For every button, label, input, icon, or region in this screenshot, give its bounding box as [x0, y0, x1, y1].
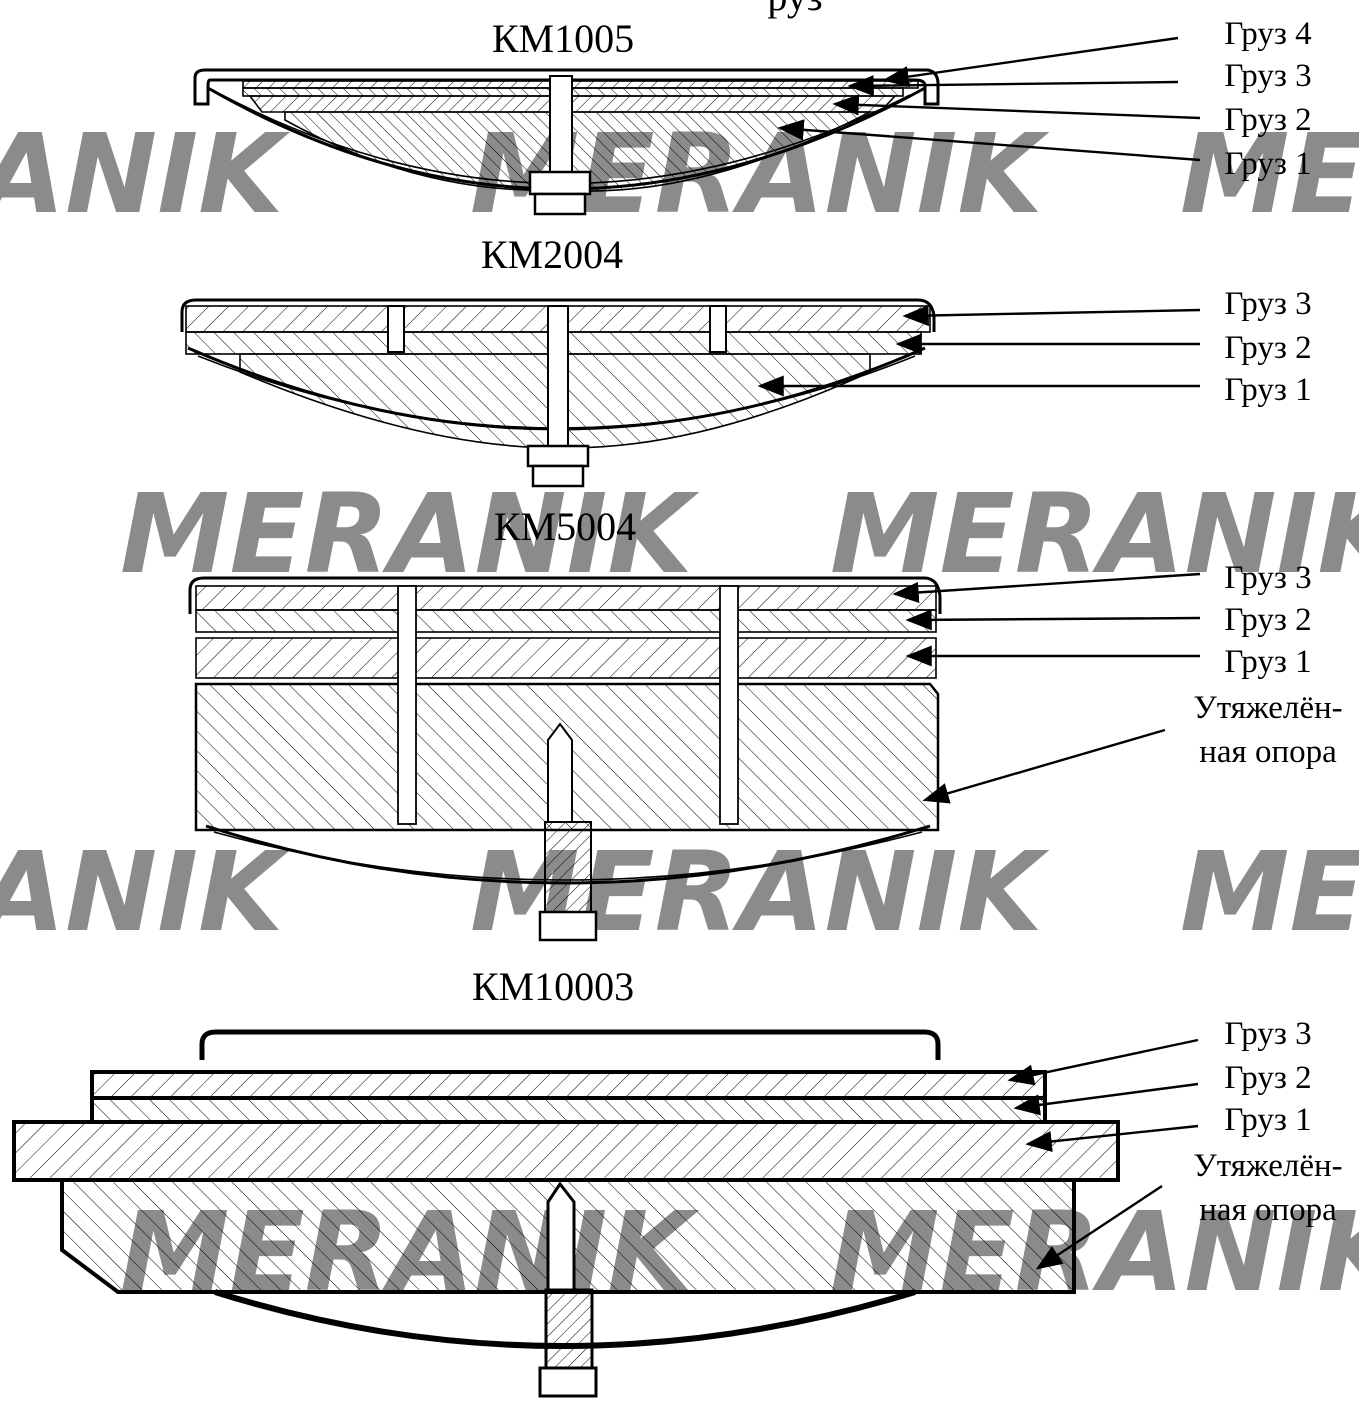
watermark-text: ANIK [0, 828, 291, 956]
weight-label: Груз 2 [1224, 330, 1311, 366]
section-km5004 [188, 576, 942, 942]
weight-label: Груз 2 [1224, 102, 1311, 138]
support-label: ная опора [1199, 1192, 1337, 1228]
weight-label: Груз 1 [1224, 372, 1311, 408]
leader-arrow [1025, 1124, 1199, 1152]
watermark-text: ME [1180, 110, 1359, 238]
weight-label: Груз 3 [1224, 1016, 1311, 1052]
weight-label: Груз 2 [1224, 602, 1311, 638]
weight-label: Груз 1 [1224, 644, 1311, 680]
leader-lines [757, 36, 1201, 1270]
weight-label: Груз 3 [1224, 286, 1311, 322]
support-label: Утяжелён- [1193, 690, 1342, 726]
leader-arrow [882, 36, 1179, 88]
leader-arrow [1035, 1184, 1163, 1270]
weight-label: Груз 4 [1224, 16, 1311, 52]
leader-arrow [832, 94, 1201, 120]
support-label: ная опора [1199, 734, 1337, 770]
weight-label: Груз 1 [1224, 146, 1311, 182]
support-label: Утяжелён- [1193, 1148, 1342, 1184]
section-km1005 [193, 68, 940, 216]
section-title: КМ2004 [481, 232, 623, 277]
weight-label: Груз 2 [1224, 1060, 1311, 1096]
weight-label: Груз 1 [1224, 1102, 1311, 1138]
section-title: КМ1005 [492, 16, 634, 61]
header-fragment: руз [767, 0, 822, 19]
watermark-text: ANIK [0, 110, 291, 238]
leader-arrow [847, 75, 1179, 97]
weight-label: Груз 3 [1224, 560, 1311, 596]
leader-arrow [777, 119, 1201, 162]
leader-arrow [892, 572, 1201, 603]
leader-arrow [905, 609, 1201, 631]
leader-arrow [902, 304, 1201, 327]
weight-label: Груз 3 [1224, 58, 1311, 94]
section-km2004 [180, 298, 936, 488]
watermark-text: ME [1180, 828, 1359, 956]
leader-arrow [1007, 1038, 1199, 1086]
leader-arrow [922, 728, 1166, 804]
section-km10003 [12, 1029, 1120, 1398]
leader-arrow [1013, 1082, 1199, 1116]
section-title: КМ10003 [472, 964, 634, 1009]
section-title: КМ5004 [494, 504, 636, 549]
